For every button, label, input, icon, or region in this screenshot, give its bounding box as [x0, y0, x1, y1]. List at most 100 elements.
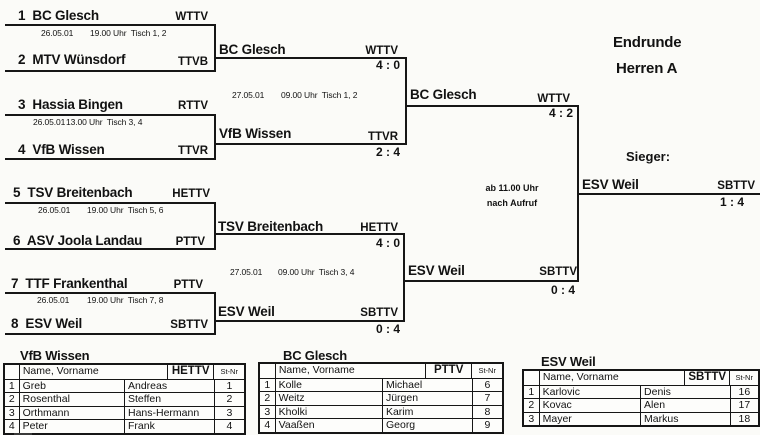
- bracket-connector: [577, 105, 579, 282]
- player-stnr: 17: [730, 398, 758, 412]
- final-note-line2: nach Aufruf: [486, 198, 538, 208]
- r1-team-4: 4 VfB Wissen: [18, 142, 105, 157]
- player-lastname: Mayer: [539, 411, 642, 425]
- player-lastname: Kovac: [539, 398, 642, 412]
- player-lastname: Greb: [19, 378, 125, 392]
- header-blank-cell: [5, 365, 20, 379]
- player-firstname: Jürgen: [382, 391, 473, 405]
- player-firstname: Michael: [382, 377, 473, 391]
- roster-2-row-4: 4 Vaaßen Georg 9: [260, 418, 503, 432]
- federation-header: PTTV: [426, 364, 473, 378]
- bracket-connector: [403, 233, 405, 322]
- player-number: 1: [260, 377, 276, 391]
- bracket-connector: [405, 57, 407, 145]
- roster-3-table: Name, Vorname SBTTV St-Nr 1 Karlovic Den…: [522, 369, 760, 427]
- bracket-line: [216, 57, 407, 59]
- player-firstname: Hans-Hermann: [125, 405, 215, 419]
- sf2-date: 27.05.01: [230, 267, 263, 277]
- bracket-line: [5, 202, 216, 204]
- r1-team-8: 8 ESV Weil: [11, 316, 83, 331]
- player-lastname: Rosenthal: [19, 392, 125, 406]
- match2-date: 26.05.01: [33, 117, 66, 127]
- qf4-winner: ESV Weil: [218, 304, 275, 319]
- finalist-2: ESV Weil: [408, 263, 465, 278]
- player-number: 4: [260, 418, 276, 432]
- bracket-line: [216, 320, 405, 322]
- r1-team-4-federation: TTVR: [177, 145, 208, 157]
- bracket-line: [5, 158, 216, 160]
- r1-team-6-federation: PTTV: [175, 236, 205, 248]
- bracket-line: [403, 280, 579, 282]
- player-number: 4: [5, 419, 20, 433]
- final-score-top: 4 : 2: [548, 106, 573, 120]
- champion-federation: SBTTV: [717, 180, 755, 192]
- player-firstname: Denis: [641, 384, 731, 398]
- player-firstname: Karim: [382, 404, 473, 418]
- qf1-winner: BC Glesch: [219, 42, 286, 57]
- r1-team-3: 3 Hassia Bingen: [18, 97, 123, 112]
- header-blank-cell: [260, 364, 276, 378]
- final-score-bottom: 0 : 4: [550, 283, 575, 297]
- match4-date: 26.05.01: [37, 295, 70, 305]
- r1-team-1-federation: WTTV: [175, 11, 208, 23]
- bracket-line: [216, 233, 405, 235]
- match3-time-table: 19.00 Uhr Tisch 5, 6: [87, 205, 164, 215]
- match3-date: 26.05.01: [38, 205, 71, 215]
- roster-1-row-4: 4 Peter Frank 4: [5, 419, 244, 433]
- bracket-line: [5, 70, 216, 72]
- r1-team-2: 2 MTV Wünsdorf: [18, 52, 126, 67]
- roster-2-title: BC Glesch: [283, 348, 347, 363]
- qf1-winner-federation: WTTV: [365, 45, 398, 57]
- player-number: 1: [5, 378, 20, 392]
- header-blank-cell: [524, 371, 540, 385]
- player-stnr: 4: [214, 419, 244, 433]
- bracket-connector: [214, 292, 216, 335]
- stnr-column-header: St-Nr: [478, 366, 496, 375]
- bracket-connector: [214, 24, 216, 72]
- champion-score: 1 : 4: [719, 195, 744, 209]
- final-schedule-note: ab 11.00 Uhr nach Aufruf: [468, 181, 556, 211]
- r1-team-5-federation: HETTV: [172, 188, 210, 200]
- qf3-winner: TSV Breitenbach: [218, 219, 324, 234]
- qf4-score: 0 : 4: [375, 322, 400, 336]
- r1-team-3-federation: RTTV: [177, 100, 208, 112]
- r1-team-8-federation: SBTTV: [170, 319, 208, 331]
- federation-header: SBTTV: [685, 371, 731, 385]
- finalist-2-federation: SBTTV: [539, 266, 577, 278]
- player-stnr: 1: [214, 378, 244, 393]
- player-number: 2: [260, 391, 276, 405]
- player-number: 3: [524, 411, 540, 425]
- champion-team: ESV Weil: [582, 177, 639, 192]
- sf1-time-table: 09.00 Uhr Tisch 1, 2: [281, 90, 358, 100]
- finalist-1: BC Glesch: [410, 87, 477, 102]
- name-column-header: Name, Vorname: [540, 371, 685, 385]
- player-number: 3: [5, 405, 20, 419]
- bracket-line: [5, 24, 216, 26]
- player-stnr: 18: [730, 411, 758, 426]
- bracket-line: [5, 292, 216, 294]
- r1-team-2-federation: TTVB: [177, 56, 208, 68]
- player-firstname: Andreas: [125, 378, 215, 392]
- stnr-column-header: St-Nr: [735, 373, 753, 382]
- player-lastname: Kholki: [275, 404, 383, 418]
- page-subtitle: Herren A: [616, 60, 678, 77]
- federation-header: HETTV: [168, 365, 215, 379]
- player-lastname: Kolle: [275, 377, 383, 391]
- player-firstname: Alen: [641, 398, 731, 412]
- player-firstname: Georg: [382, 418, 473, 432]
- roster-1-row-1: 1 Greb Andreas 1: [5, 378, 244, 393]
- player-stnr: 6: [472, 377, 503, 392]
- match2-time-table: 13.00 Uhr Tisch 3, 4: [66, 117, 143, 127]
- roster-2-table: Name, Vorname PTTV St-Nr 1 Kolle Michael…: [258, 362, 504, 434]
- match1-time-table: 19.00 Uhr Tisch 1, 2: [90, 28, 167, 38]
- player-lastname: Orthmann: [19, 405, 125, 419]
- match1-date: 26.05.01: [41, 28, 74, 38]
- qf3-score: 4 : 0: [375, 236, 400, 250]
- player-number: 1: [524, 384, 540, 398]
- qf1-score: 4 : 0: [375, 58, 400, 72]
- player-stnr: 9: [472, 418, 503, 432]
- qf2-score: 2 : 4: [375, 145, 400, 159]
- player-number: 2: [524, 398, 540, 412]
- player-number: 2: [5, 392, 20, 406]
- roster-3-row-2: 2 Kovac Alen 17: [524, 398, 758, 412]
